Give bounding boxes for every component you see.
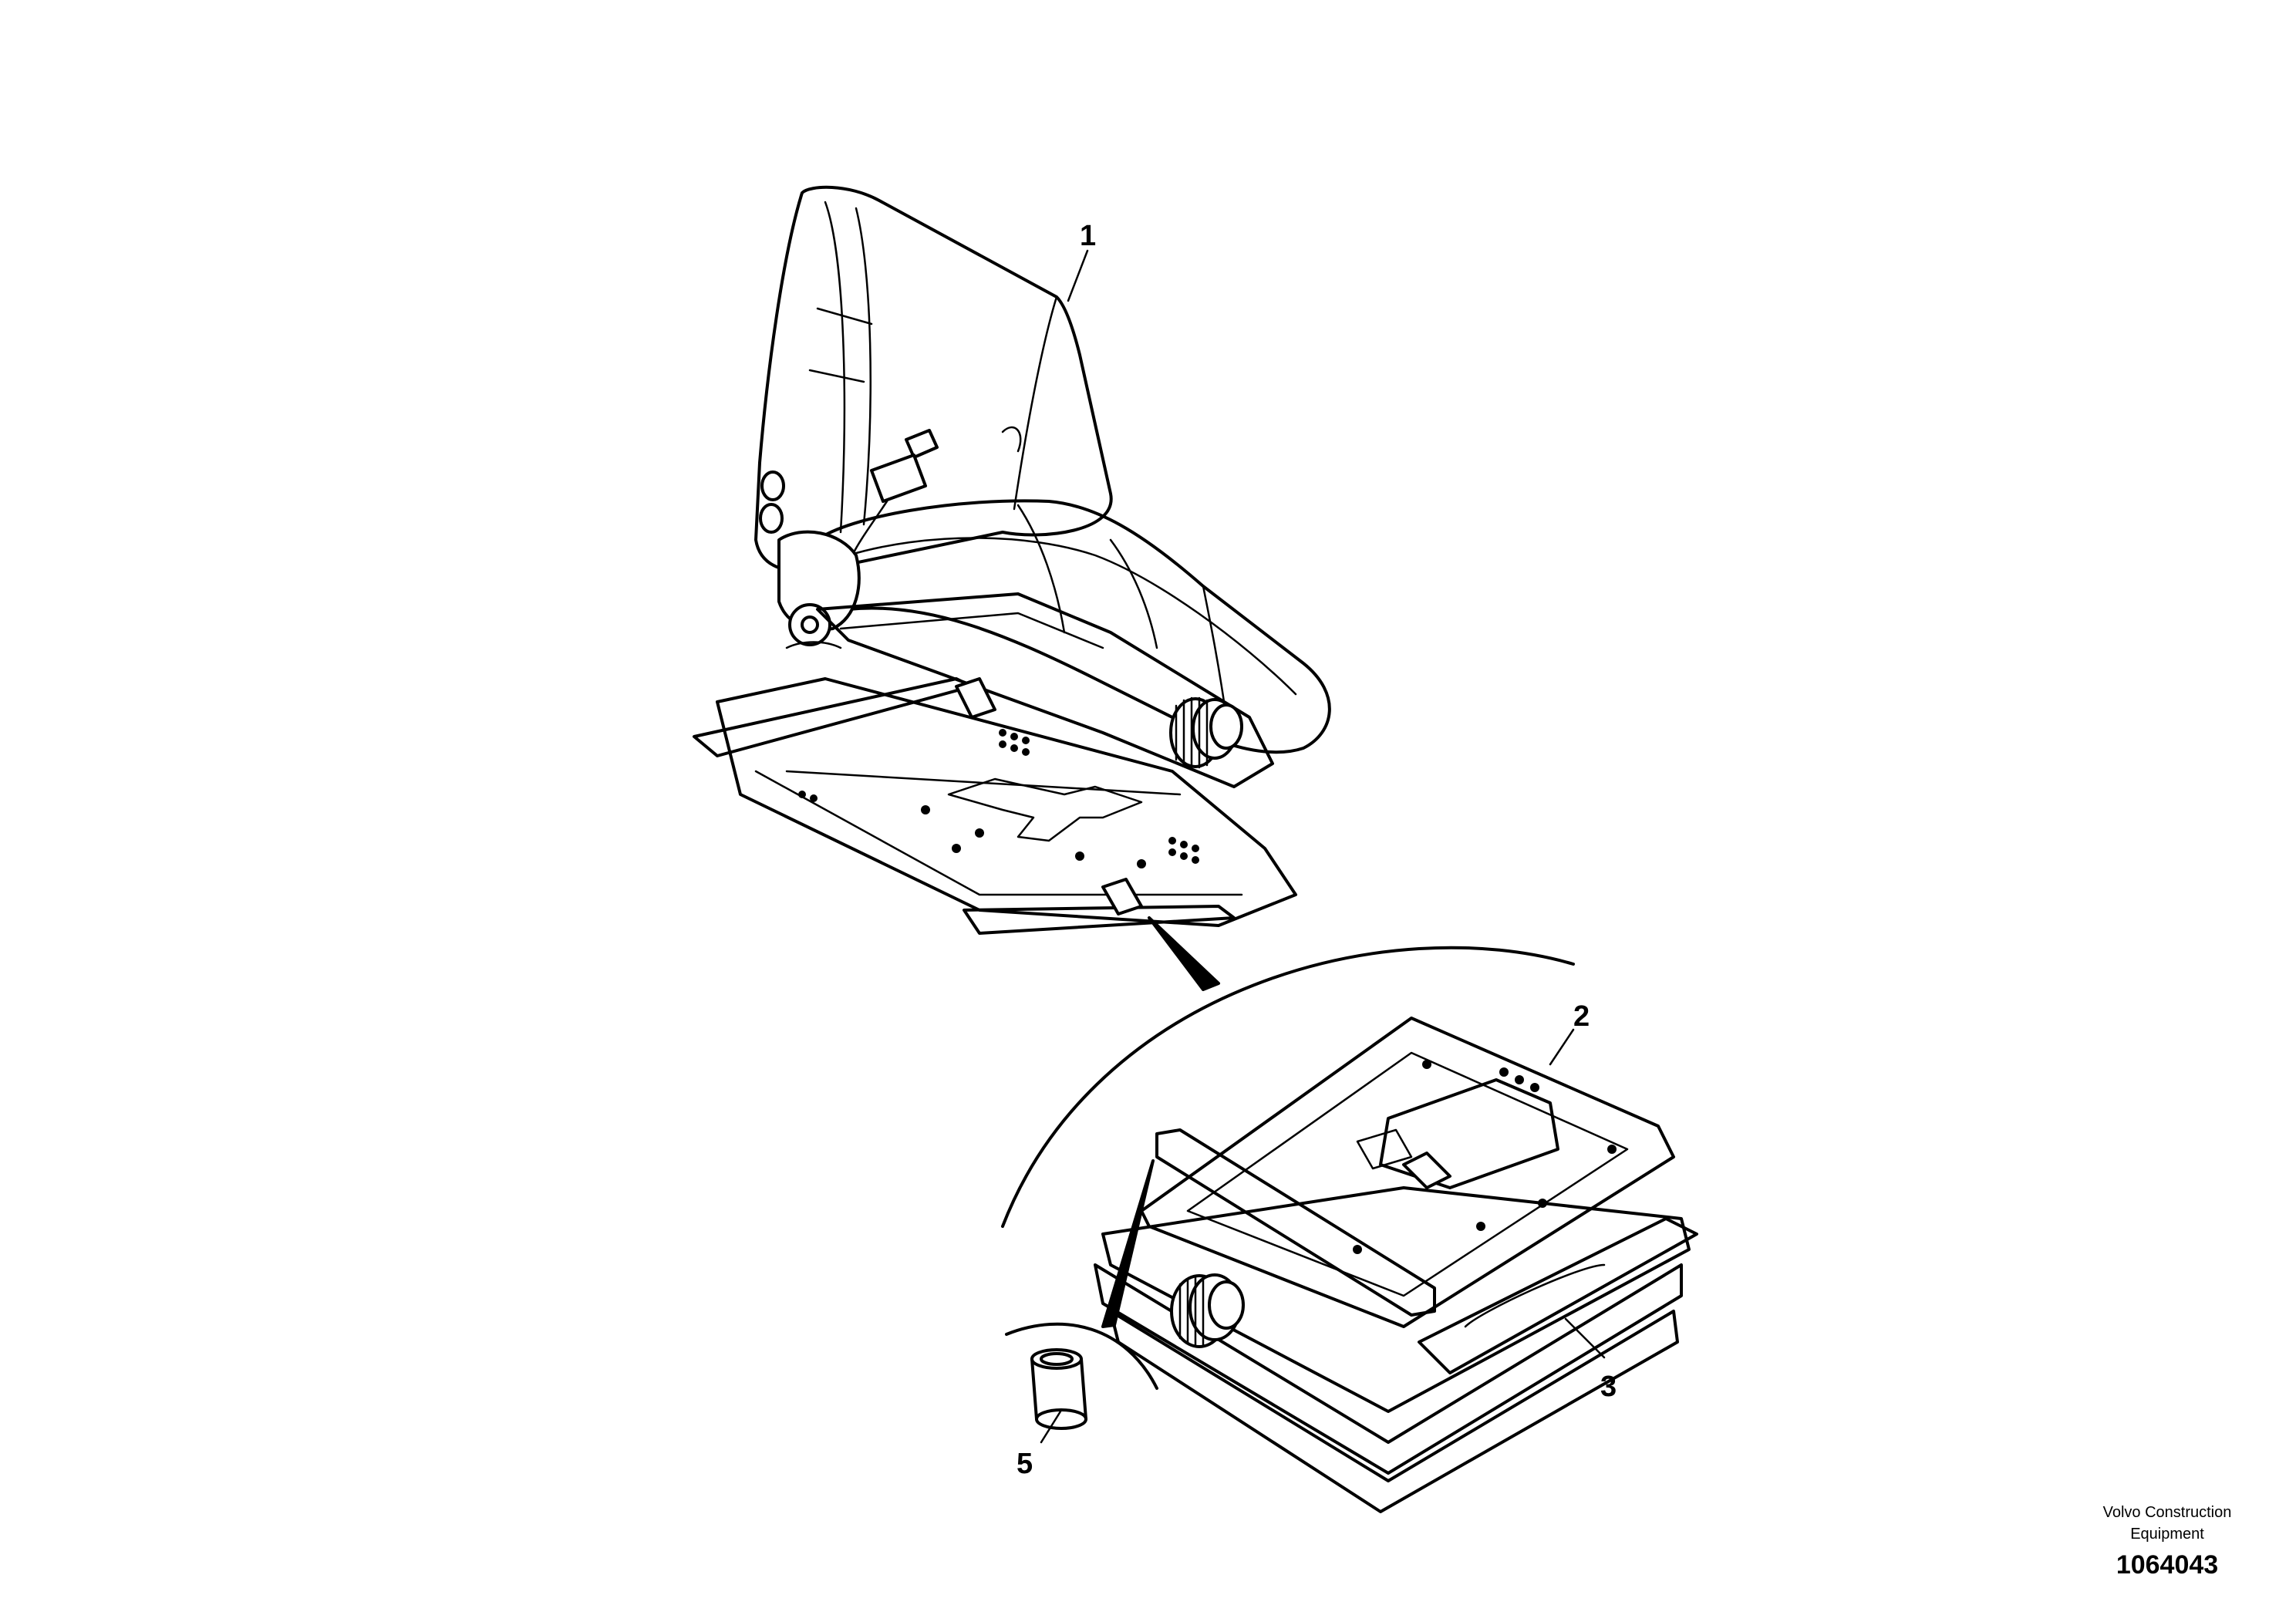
slide-rail-assembly <box>1094 1017 1698 1513</box>
bushing-detail <box>1005 1322 1158 1430</box>
leader-lines <box>1040 249 1606 1444</box>
callout-3: 3 <box>1600 1371 1617 1403</box>
callout-2: 2 <box>1573 1000 1590 1033</box>
company-name-line1: Volvo Construction <box>2102 1504 2232 1521</box>
seat-assembly <box>693 185 1331 935</box>
drawing-number: 1064043 <box>2116 1550 2219 1580</box>
company-name-line2: Equipment <box>2130 1526 2204 1543</box>
detail-view-arc <box>1001 916 1575 1228</box>
callout-5: 5 <box>1017 1448 1033 1480</box>
detail-pointer <box>1101 1159 1155 1328</box>
callout-1: 1 <box>1080 220 1096 252</box>
